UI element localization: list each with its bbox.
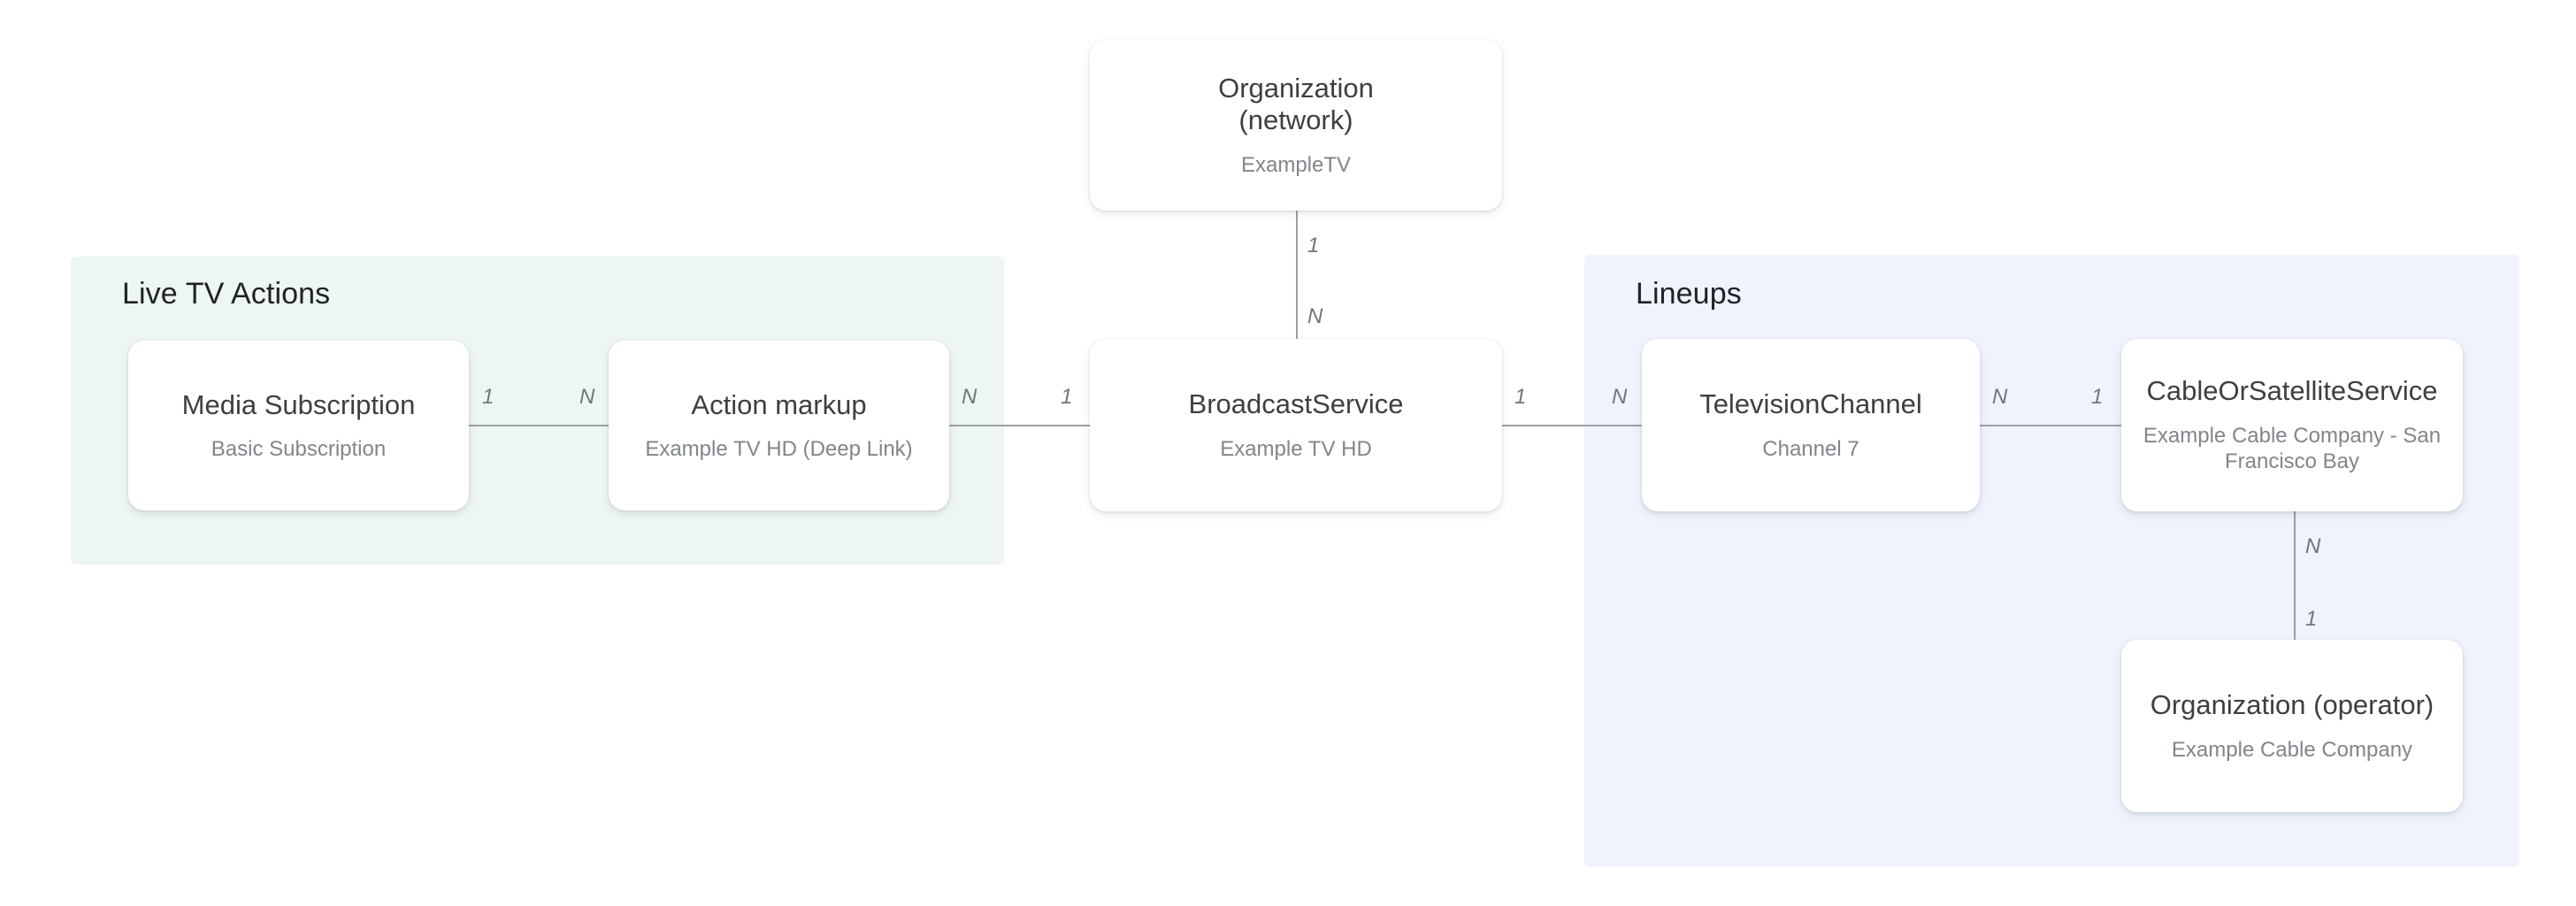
cardinality-label-broadcastservice-left: 1: [1061, 385, 1073, 409]
edge-media-subscription-to-action-markup: [466, 425, 611, 426]
cardinality-label-televisionchannel-left: N: [1612, 385, 1628, 409]
entity-card-televisionchannel[interactable]: TelevisionChannel Channel 7: [1642, 339, 1980, 511]
cardinality-label-organization-operator: 1: [2305, 607, 2318, 631]
entity-card-media-subscription[interactable]: Media Subscription Basic Subscription: [128, 341, 469, 511]
cardinality-label-action-markup-left: N: [579, 385, 595, 409]
entity-title: BroadcastService: [1188, 388, 1404, 420]
cardinality-label-action-markup-right: N: [962, 385, 978, 409]
edge-action-markup-to-broadcastservice: [947, 425, 1092, 426]
entity-card-organization-operator[interactable]: Organization (operator) Example Cable Co…: [2121, 640, 2463, 812]
cardinality-label-broadcastservice-top: N: [1307, 304, 1323, 328]
edge-broadcastservice-to-televisionchannel: [1499, 425, 1644, 426]
entity-title: Media Subscription: [181, 388, 416, 420]
entity-card-action-markup[interactable]: Action markup Example TV HD (Deep Link): [609, 341, 949, 511]
entity-subtitle: Example Cable Company - San Francisco Ba…: [2143, 424, 2442, 474]
cardinality-label-media-subscription: 1: [482, 385, 494, 409]
edge-organization-network-to-broadcastservice: [1296, 211, 1298, 339]
entity-title: TelevisionChannel: [1699, 388, 1922, 420]
entity-subtitle: Example TV HD (Deep Link): [645, 437, 913, 462]
entity-subtitle: Example TV HD: [1220, 436, 1372, 461]
edge-cableorsatelliteservice-to-organization-operator: [2294, 511, 2296, 641]
edge-televisionchannel-to-cableorsatelliteservice: [1977, 425, 2124, 426]
group-title-lineups: Lineups: [1636, 277, 1742, 311]
cardinality-label-cableorsatelliteservice-left: 1: [2091, 385, 2104, 409]
entity-subtitle: Example Cable Company: [2171, 737, 2413, 762]
entity-title: Organization (operator): [2150, 689, 2434, 721]
entity-card-cableorsatelliteservice[interactable]: CableOrSatelliteService Example Cable Co…: [2121, 339, 2463, 511]
group-title-live-tv-actions: Live TV Actions: [122, 277, 331, 311]
entity-subtitle: Basic Subscription: [211, 437, 387, 462]
entity-card-organization-network[interactable]: Organization(network) ExampleTV: [1090, 40, 1502, 211]
entity-title: Action markup: [691, 388, 867, 420]
entity-title: Organization(network): [1218, 72, 1374, 136]
cardinality-label-cableorsatelliteservice-bottom: N: [2305, 534, 2321, 558]
cardinality-label-broadcastservice-right: 1: [1514, 385, 1527, 409]
entity-subtitle: ExampleTV: [1240, 152, 1352, 177]
entity-title: CableOrSatelliteService: [2146, 375, 2438, 407]
cardinality-label-organization-network: 1: [1307, 234, 1320, 257]
cardinality-label-televisionchannel-right: N: [1992, 385, 2008, 409]
entity-subtitle: Channel 7: [1762, 436, 1859, 461]
entity-card-broadcastservice[interactable]: BroadcastService Example TV HD: [1090, 339, 1502, 511]
